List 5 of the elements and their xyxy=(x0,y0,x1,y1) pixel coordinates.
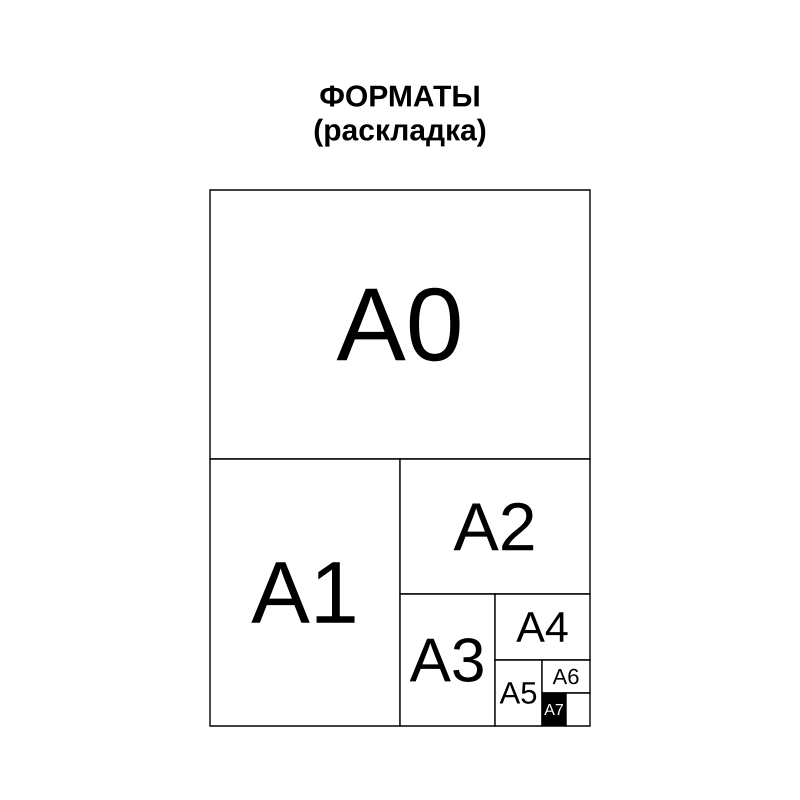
format-box: A6 xyxy=(541,659,591,694)
format-box: A5 xyxy=(494,659,543,727)
empty-box xyxy=(565,692,591,727)
format-box: A7 xyxy=(541,692,567,727)
title: ФОРМАТЫ (раскладка) xyxy=(314,85,486,147)
